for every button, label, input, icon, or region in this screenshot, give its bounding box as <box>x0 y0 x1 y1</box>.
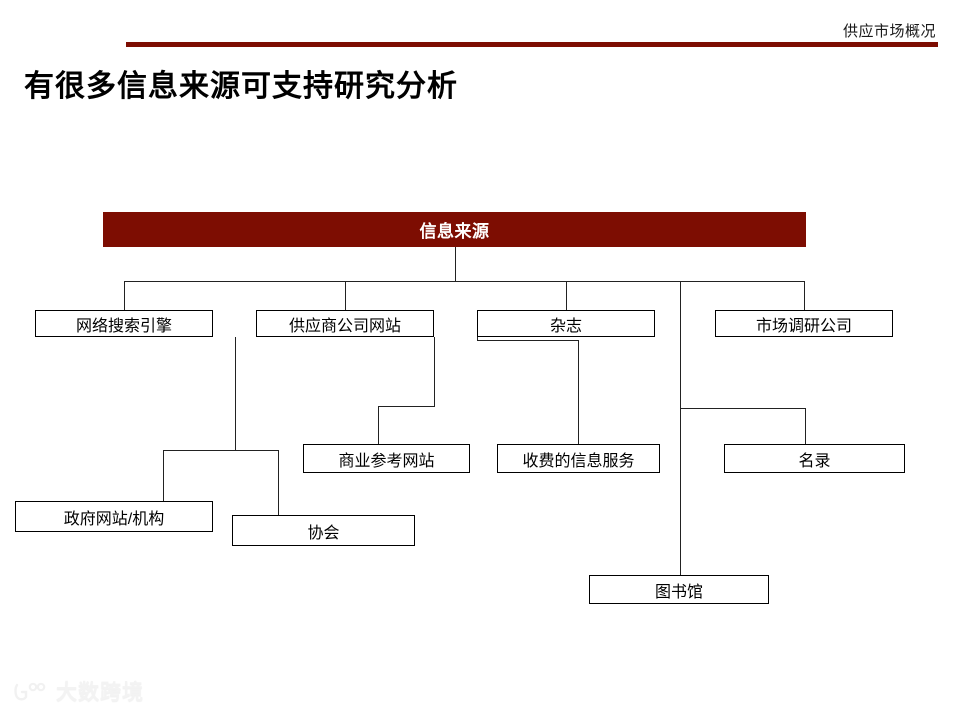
connector-commercial-ref-drop <box>378 406 379 444</box>
watermark-text: 大数跨境 <box>56 681 144 704</box>
node-market-research-company[interactable]: 市场调研公司 <box>715 310 893 337</box>
connector-search-engine-bus <box>163 450 279 451</box>
node-magazine[interactable]: 杂志 <box>477 310 655 337</box>
node-government-website-institution[interactable]: 政府网站/机构 <box>15 501 213 532</box>
node-commercial-reference-website[interactable]: 商业参考网站 <box>303 444 470 473</box>
connector-drop-search-engine <box>124 281 125 311</box>
connector-association-drop <box>278 450 279 515</box>
node-web-search-engine[interactable]: 网络搜索引擎 <box>35 310 213 337</box>
node-directory[interactable]: 名录 <box>724 444 905 473</box>
connector-market-research-spine <box>680 281 681 575</box>
connector-directory-drop <box>805 408 806 444</box>
node-supplier-company-website[interactable]: 供应商公司网站 <box>256 310 434 337</box>
brand-logo-icon <box>14 679 48 703</box>
slide-kicker: 供应市场概况 <box>842 23 936 40</box>
page-title: 有很多信息来源可支持研究分析 <box>24 70 458 103</box>
connector-search-engine-spine <box>235 337 236 450</box>
node-paid-information-service[interactable]: 收费的信息服务 <box>497 444 660 473</box>
watermark: 大数跨境 <box>14 676 144 706</box>
connector-magazine-across <box>477 340 578 341</box>
node-association[interactable]: 协会 <box>232 515 415 546</box>
node-root-information-sources[interactable]: 信息来源 <box>103 212 806 247</box>
connector-drop-market-research <box>804 281 805 311</box>
connector-supplier-site-down <box>434 337 435 406</box>
connector-paid-info-drop <box>578 340 579 444</box>
connector-magazine-down <box>477 337 478 341</box>
connector-supplier-site-across <box>378 406 435 407</box>
connector-drop-magazine <box>566 281 567 311</box>
connector-gov-site-drop <box>163 450 164 501</box>
node-library[interactable]: 图书馆 <box>589 575 769 604</box>
connector-drop-supplier-site <box>345 281 346 311</box>
connector-root-stem <box>455 247 456 281</box>
connector-directory-across <box>680 408 805 409</box>
header-rule <box>126 42 938 47</box>
connector-level1-bus <box>124 281 804 282</box>
